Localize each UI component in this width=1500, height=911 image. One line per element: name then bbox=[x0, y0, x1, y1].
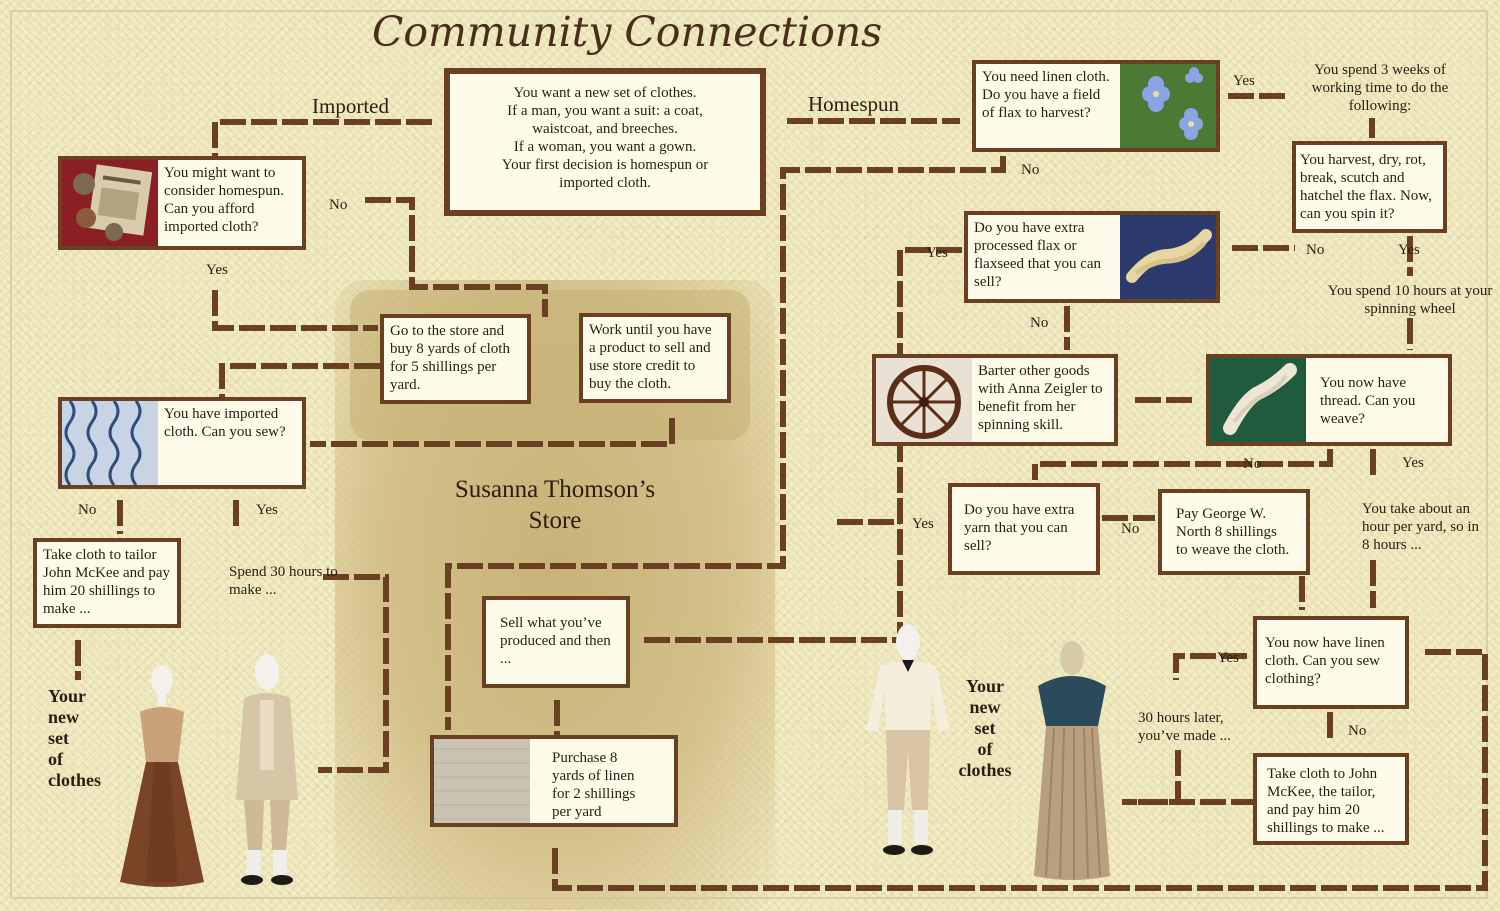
connector bbox=[212, 119, 432, 160]
tailor-box: Take cloth to tailor John McKee and pay … bbox=[33, 538, 181, 628]
thirty-hours-later-label: 30 hours later, you’ve made ... bbox=[1138, 710, 1231, 744]
harvest-box: You harvest, dry, rot, break, scutch and… bbox=[1292, 141, 1447, 233]
yes-label: Yes bbox=[1402, 455, 1424, 471]
start-line: You want a new set of clothes. bbox=[513, 85, 697, 101]
no-label: No bbox=[1121, 521, 1140, 537]
suit-mannequin bbox=[236, 654, 298, 885]
yes-label: Yes bbox=[256, 502, 278, 518]
store-name-line: Susanna Thomson’s bbox=[454, 476, 656, 503]
pay-george-box: Pay George W. North 8 shillings to weave… bbox=[1158, 489, 1310, 575]
linen-cloth-box: You now have linen cloth. Can you sew cl… bbox=[1253, 616, 1409, 709]
need-linen-box: You need linen cloth. Do you have a fiel… bbox=[972, 60, 1220, 152]
outcome-word: Your bbox=[48, 686, 87, 706]
coins-and-document-photo bbox=[62, 160, 158, 246]
no-label: No bbox=[1243, 456, 1262, 472]
blue-flax-flower-photo bbox=[1120, 64, 1216, 148]
linen-thread-skein-photo bbox=[1210, 358, 1306, 442]
extra-yarn-box: Do you have extra yarn that you can sell… bbox=[948, 483, 1100, 575]
linen-dress-mannequin bbox=[1034, 641, 1110, 880]
consider-homespun-text: You might want to consider homespun. Can… bbox=[164, 165, 284, 235]
no-label: No bbox=[1021, 162, 1040, 178]
connector bbox=[310, 418, 675, 447]
connector bbox=[445, 156, 1006, 730]
start-line: Your first decision is homespun or bbox=[501, 157, 709, 173]
hour-per-yard-label: You take about an hour per yard, so in 8… bbox=[1362, 501, 1480, 553]
gown-mannequin bbox=[120, 665, 204, 887]
thread-text: You now have thread. Can you weave? bbox=[1320, 375, 1416, 427]
tailor-mckee-box: Take cloth to John McKee, the tailor, an… bbox=[1253, 753, 1409, 845]
shirt-breeches-mannequin bbox=[866, 624, 950, 855]
spend-10-hours-label: You spend 10 hours at your spinning whee… bbox=[1327, 283, 1493, 317]
connector bbox=[1032, 449, 1333, 480]
page-title: Community Connections bbox=[372, 8, 883, 56]
spend-3-weeks-label: You spend 3 weeks of working time to do … bbox=[1311, 62, 1449, 114]
connector bbox=[1173, 653, 1247, 680]
purchase-linen-box: Purchase 8 yards of linen for 2 shilling… bbox=[430, 735, 678, 827]
thread-box: You now have thread. Can you weave? bbox=[1206, 354, 1452, 446]
yes-label: Yes bbox=[1398, 242, 1420, 258]
need-linen-text: You need linen cloth. Do you have a fiel… bbox=[982, 69, 1110, 121]
outcome-word: clothes bbox=[958, 760, 1012, 780]
outcome-word: set bbox=[48, 728, 69, 748]
outcome-word: clothes bbox=[48, 770, 101, 790]
connector bbox=[318, 574, 389, 773]
yes-label: Yes bbox=[1233, 73, 1255, 89]
barter-box: Barter other goods with Anna Zeigler to … bbox=[872, 354, 1118, 446]
barter-text: Barter other goods with Anna Zeigler to … bbox=[978, 363, 1103, 433]
outcome-word: set bbox=[974, 718, 996, 738]
your-new-set-label: Your new set of clothes bbox=[48, 686, 101, 791]
yes-label: Yes bbox=[206, 262, 228, 278]
work-until-box: Work until you have a product to sell an… bbox=[579, 313, 731, 403]
purchase-linen-text: Purchase 8 yards of linen for 2 shilling… bbox=[552, 750, 636, 820]
no-label: No bbox=[1348, 723, 1367, 739]
imported-label: Imported bbox=[312, 94, 389, 118]
connector bbox=[552, 649, 1488, 891]
yes-label: Yes bbox=[912, 516, 934, 532]
no-label: No bbox=[329, 197, 348, 213]
outcome-word: new bbox=[48, 707, 79, 727]
sell-produced-box: Sell what you’ve produced and then ... bbox=[482, 596, 630, 688]
no-label: No bbox=[1306, 242, 1325, 258]
yes-label: Yes bbox=[1217, 650, 1239, 666]
start-box: You want a new set of clothes. If a man,… bbox=[444, 68, 766, 216]
have-imported-box: You have imported cloth. Can you sew? bbox=[58, 397, 306, 489]
connector bbox=[212, 290, 378, 331]
no-label: No bbox=[78, 502, 97, 518]
flax-fiber-photo bbox=[1120, 215, 1216, 299]
no-label: No bbox=[1030, 315, 1049, 331]
have-imported-text: You have imported cloth. Can you sew? bbox=[164, 406, 286, 440]
store-name: Susanna Thomson’s Store bbox=[410, 474, 700, 536]
connector bbox=[1122, 750, 1255, 805]
start-line: If a man, you want a suit: a coat, bbox=[507, 103, 703, 119]
start-line: If a woman, you want a gown. bbox=[513, 139, 697, 155]
outcome-word: new bbox=[969, 697, 1001, 717]
start-line: waistcoat, and breeches. bbox=[532, 121, 678, 137]
spend-30-hours-label: Spend 30 hours to make ... bbox=[229, 564, 338, 598]
go-to-store-box: Go to the store and buy 8 yards of cloth… bbox=[380, 314, 531, 404]
store-name-line: Store bbox=[528, 507, 582, 534]
spinning-wheel-photo bbox=[876, 358, 972, 442]
homespun-label: Homespun bbox=[808, 92, 899, 116]
extra-flax-box: Do you have extra processed flax or flax… bbox=[964, 211, 1220, 303]
yes-label: Yes bbox=[926, 245, 948, 261]
extra-flax-text: Do you have extra processed flax or flax… bbox=[974, 220, 1102, 290]
connector bbox=[365, 197, 548, 317]
connector bbox=[219, 363, 380, 398]
your-new-set-label: Your new set of clothes bbox=[955, 676, 1015, 781]
linen-cloth-photo bbox=[434, 739, 530, 823]
consider-homespun-box: You might want to consider homespun. Can… bbox=[58, 156, 306, 250]
outcome-word: of bbox=[977, 739, 993, 759]
start-line: imported cloth. bbox=[559, 175, 651, 191]
outcome-word: of bbox=[48, 749, 63, 769]
blue-printed-fabric-photo bbox=[62, 401, 158, 485]
outcome-word: Your bbox=[965, 676, 1004, 696]
